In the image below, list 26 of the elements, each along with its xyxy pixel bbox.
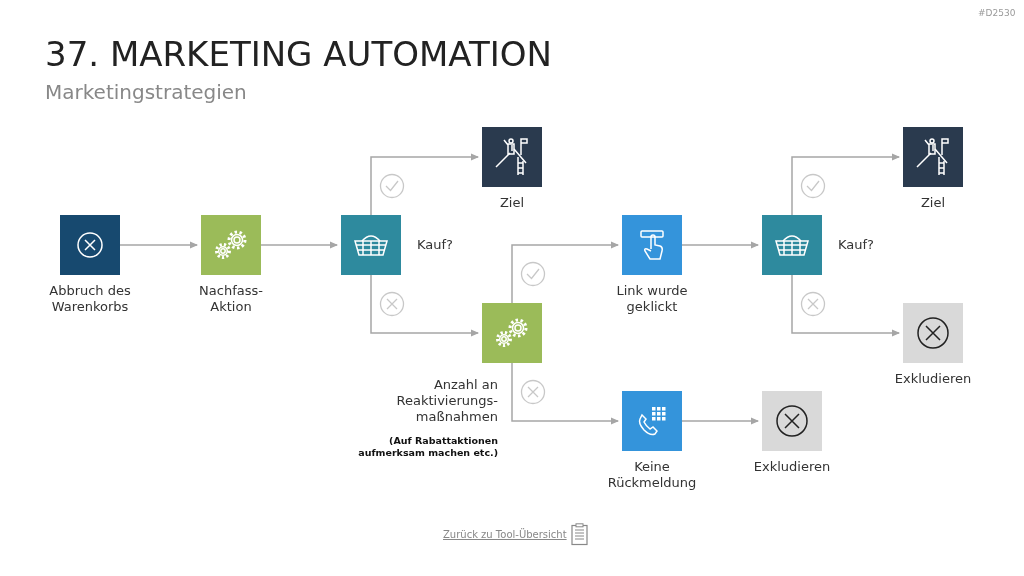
slide-title: 37. MARKETING AUTOMATION [45, 34, 552, 74]
node-label: Ziel [919, 195, 947, 211]
node-label: Link wurde geklickt [615, 283, 689, 315]
arrow [370, 153, 479, 216]
arrow [681, 241, 759, 249]
arrow [511, 362, 619, 425]
arrow [791, 153, 900, 216]
subtitle: Marketingstrategien [45, 80, 247, 104]
arrow [791, 274, 900, 337]
node-label: Nachfass- Aktion [198, 283, 264, 315]
node-label: Exkludieren [752, 459, 832, 475]
arrow [119, 241, 198, 249]
arrow [370, 274, 479, 337]
node-label: Keine Rückmeldung [606, 459, 698, 491]
question-label: Kauf? [838, 237, 874, 252]
back-link: Zurück zu Tool-Übersicht [443, 529, 567, 540]
arrow [681, 417, 759, 425]
note-text: (Auf Rabattaktionen aufmerksam machen etc.) [357, 435, 498, 459]
node-label: Abbruch des Warenkorbs [48, 283, 132, 315]
node-label: Anzahl an Reaktivierungs- maßnahmen [395, 377, 498, 425]
arrow [511, 241, 619, 304]
node-label: Exkludieren [893, 371, 973, 387]
node-label: Ziel [498, 195, 526, 211]
question-label: Kauf? [417, 237, 453, 252]
slide-code: #D2530 [978, 8, 1016, 18]
arrow [260, 241, 338, 249]
